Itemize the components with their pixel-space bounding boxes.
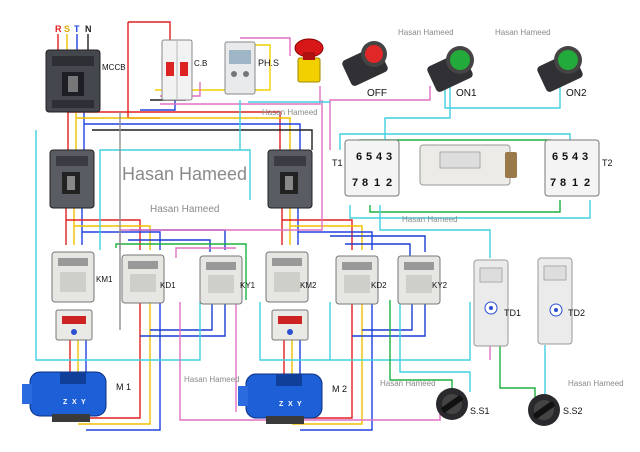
timer-relay-t1-icon[interactable] [344, 139, 400, 197]
svg-text:5: 5 [562, 151, 568, 163]
t2-label: T2 [602, 158, 613, 168]
svg-text:8: 8 [362, 177, 368, 189]
svg-text:7: 7 [352, 177, 358, 189]
watermark-small-5: Hasan Hameed [402, 215, 458, 224]
watermark-small-7: Hasan Hameed [380, 379, 436, 388]
watermark-small-1: Hasan Hameed [398, 28, 454, 37]
watermark-small-8: Hasan Hameed [568, 379, 624, 388]
on2-label: ON2 [566, 88, 587, 99]
svg-text:Z: Z [63, 399, 68, 406]
watermarks: Hasan Hameed Hasan Hameed Hasan Hameed H… [122, 28, 624, 388]
contactor-km1-icon[interactable] [51, 251, 95, 303]
phase-r-label: R [55, 24, 62, 34]
watermark-small-4: Hasan Hameed [150, 204, 219, 215]
selector-switch-ss1-icon[interactable] [436, 388, 468, 420]
breaker-1-icon[interactable] [49, 149, 95, 209]
timer-td1-icon[interactable] [473, 259, 509, 347]
phase-t-label: T [74, 24, 80, 34]
on2-pushbutton-icon[interactable] [536, 46, 584, 93]
on1-pushbutton-icon[interactable] [426, 46, 474, 93]
m1-label: M 1 [116, 382, 131, 392]
km2-label: KM2 [300, 281, 317, 290]
wiring [35, 21, 591, 431]
svg-text:Y: Y [297, 401, 302, 408]
contactor-ky2-icon[interactable] [397, 255, 441, 305]
motor-2-icon[interactable] [238, 373, 323, 424]
ss2-label: S.S2 [563, 406, 583, 416]
m2-label: M 2 [332, 384, 347, 394]
svg-text:2: 2 [584, 177, 590, 189]
svg-text:4: 4 [376, 151, 383, 163]
phase-s-label: S [64, 24, 70, 34]
watermark-small-6: Hasan Hameed [184, 375, 240, 384]
timer-module-icon[interactable] [419, 144, 517, 186]
svg-text:8: 8 [560, 177, 566, 189]
phase-sequence-relay-icon[interactable] [224, 41, 256, 95]
motor-1-icon[interactable] [22, 371, 107, 422]
overload-relay-1-icon[interactable] [55, 309, 93, 341]
kd2-label: KD2 [371, 281, 387, 290]
on1-label: ON1 [456, 88, 477, 99]
svg-text:Z: Z [279, 401, 284, 408]
motor-1-terminals: Z X Y [63, 399, 86, 406]
mccb-label: MCCB [102, 63, 126, 72]
contactor-kd1-icon[interactable] [121, 254, 165, 304]
svg-text:3: 3 [582, 151, 588, 163]
svg-text:6: 6 [552, 151, 558, 163]
emergency-stop-icon[interactable] [294, 38, 324, 83]
supply-phase-labels: R S T N [55, 24, 92, 34]
timer-relay-t2-icon[interactable] [544, 139, 600, 197]
svg-text:3: 3 [386, 151, 392, 163]
off-pushbutton-icon[interactable] [341, 41, 389, 87]
svg-text:6: 6 [356, 151, 362, 163]
phase-n-label: N [85, 24, 92, 34]
overload-relay-2-icon[interactable] [271, 309, 309, 341]
svg-text:X: X [288, 401, 293, 408]
watermark-large: Hasan Hameed [122, 164, 247, 184]
ky2-label: KY2 [432, 281, 448, 290]
svg-text:4: 4 [572, 151, 579, 163]
svg-text:Y: Y [81, 399, 86, 406]
t2-pin-labels: 6 5 4 3 7 8 1 2 [550, 151, 590, 189]
ss1-label: S.S1 [470, 406, 490, 416]
km1-label: KM1 [96, 275, 113, 284]
timer-td2-icon[interactable] [537, 257, 573, 345]
t1-label: T1 [332, 158, 343, 168]
watermark-small-3: Hasan Hameed [262, 108, 318, 117]
off-label: OFF [367, 88, 387, 99]
mccb-breaker-icon[interactable] [45, 49, 101, 113]
contactor-ky1-icon[interactable] [199, 255, 243, 305]
svg-text:1: 1 [572, 177, 578, 189]
svg-text:5: 5 [366, 151, 372, 163]
svg-text:X: X [72, 399, 77, 406]
t1-pin-labels: 6 5 4 3 7 8 1 2 [352, 151, 392, 189]
cb-breaker-icon[interactable] [161, 39, 193, 101]
kd1-label: KD1 [160, 281, 176, 290]
td1-label: TD1 [504, 308, 521, 318]
svg-text:7: 7 [550, 177, 556, 189]
phs-label: PH.S [258, 58, 279, 68]
motor-2-terminals: Z X Y [279, 401, 302, 408]
breaker-2-icon[interactable] [267, 149, 313, 209]
contactor-km2-icon[interactable] [265, 251, 309, 303]
cb-label: C.B [194, 59, 207, 68]
svg-text:1: 1 [374, 177, 380, 189]
watermark-small-2: Hasan Hameed [495, 28, 551, 37]
td2-label: TD2 [568, 308, 585, 318]
ky1-label: KY1 [240, 281, 256, 290]
selector-switch-ss2-icon[interactable] [528, 394, 560, 426]
svg-text:2: 2 [386, 177, 392, 189]
contactor-kd2-icon[interactable] [335, 255, 379, 305]
